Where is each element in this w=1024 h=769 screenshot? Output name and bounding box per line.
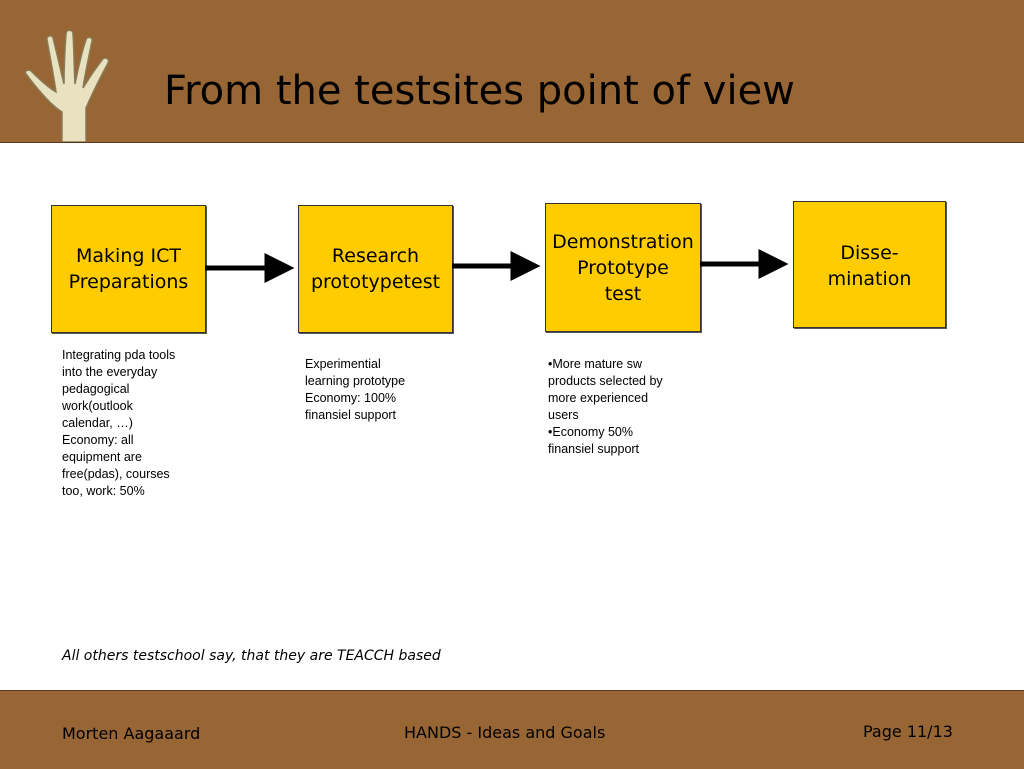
note-research: Experimential learning prototype Economy… — [305, 357, 406, 422]
footer-author: Morten Aagaaard — [62, 724, 201, 743]
hand-icon — [24, 29, 110, 142]
footer-bar: Morten Aagaaard HANDS - Ideas and Goals … — [0, 690, 1024, 769]
note-demonstration: •More mature sw products selected by mor… — [548, 357, 663, 456]
step-box-dissemination: Disse- mination — [793, 201, 946, 328]
footer-page-number: Page 11/13 — [863, 722, 953, 741]
step-box-research: Research prototypetest — [298, 205, 453, 333]
step-box-making-ict: Making ICT Preparations — [51, 205, 206, 333]
footer-project: HANDS - Ideas and Goals — [404, 723, 606, 742]
footnote-text: All others testschool say, that they are… — [62, 648, 441, 664]
header-bar: From the testsites point of view — [0, 0, 1024, 143]
slide-title: From the testsites point of view — [164, 68, 795, 114]
note-making-ict: Integrating pda tools into the everyday … — [62, 348, 176, 498]
step-box-demonstration: Demonstration Prototype test — [545, 203, 701, 332]
